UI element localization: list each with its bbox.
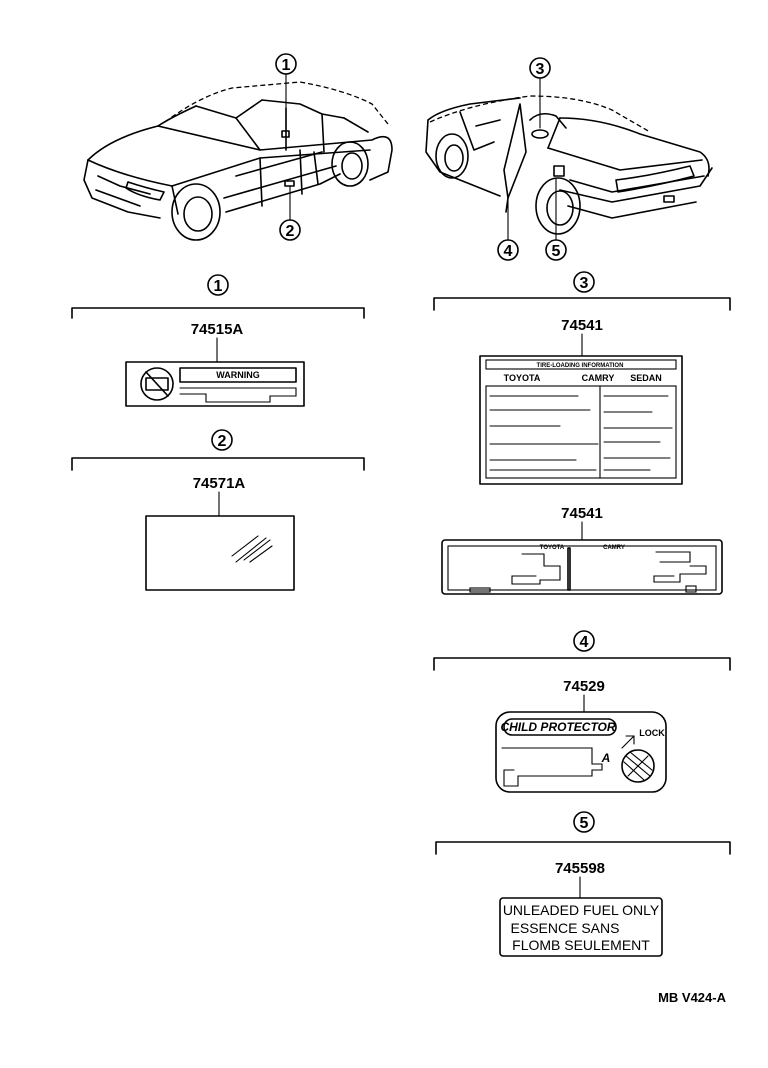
rear-car-illustration [425, 95, 713, 235]
part-number-74529: 74529 [563, 678, 605, 695]
callout-2-car-label: 2 [286, 223, 295, 240]
section-1-callout: 1 [214, 278, 223, 295]
callout-4-car: 4 [497, 239, 519, 261]
part-number-745598: 745598 [555, 860, 605, 877]
section-4-child-protector-label: 4 74529 CHILD PROTECTOR LOCK A [433, 630, 731, 793]
callout-2-car: 2 [279, 219, 301, 241]
callout-1-top: 1 [275, 53, 297, 75]
tire-camry-text: CAMRY [582, 373, 615, 383]
warning-text: WARNING [216, 370, 260, 380]
part-number-74541-b: 74541 [561, 505, 603, 522]
tire-toyota-text: TOYOTA [504, 373, 541, 383]
section-3b-strip-label: 74541 TOYOTA CAMRY [441, 505, 723, 595]
callout-3-top-label: 3 [536, 61, 545, 78]
callout-5-car: 5 [545, 239, 567, 261]
figure-code: MB V424-A [658, 990, 727, 1005]
callout-1-top-label: 1 [282, 57, 291, 74]
section-4-callout: 4 [580, 634, 589, 651]
front-car-illustration [83, 81, 393, 241]
tire-sedan-text: SEDAN [630, 373, 662, 383]
section-3-callout: 3 [580, 275, 589, 292]
tire-loading-header: TIRE-LOADING INFORMATION [537, 363, 624, 369]
strip-camry-text: CAMRY [603, 545, 625, 551]
strip-toyota-text: TOYOTA [540, 545, 565, 551]
section-2-callout: 2 [218, 433, 227, 450]
section-5-callout: 5 [580, 815, 589, 832]
callout-4-car-label: 4 [504, 243, 513, 260]
part-number-74571A: 74571A [193, 475, 246, 492]
section-2-glass-label: 2 74571A [71, 429, 365, 591]
lock-text: LOCK [639, 728, 665, 738]
callout-5-car-label: 5 [552, 243, 561, 260]
fuel-line-2: ESSENCE SANS [511, 920, 620, 936]
fuel-line-1: UNLEADED FUEL ONLY [503, 902, 660, 918]
child-protector-text: CHILD PROTECTOR [500, 720, 615, 734]
part-number-74515A: 74515A [191, 321, 244, 338]
a-mark-text: A [601, 751, 611, 765]
part-number-74541-a: 74541 [561, 317, 603, 334]
callout-3-top: 3 [529, 57, 551, 79]
section-1-warning-label: 1 74515A WARNING [71, 274, 365, 407]
section-3-tire-label: 3 74541 TIRE-LOADING INFORMATION TOYOTA … [433, 271, 731, 485]
section-5-fuel-label: 5 745598 UNLEADED FUEL ONLY ESSENCE SANS… [435, 811, 731, 957]
fuel-line-3: FLOMB SEULEMENT [512, 937, 650, 953]
